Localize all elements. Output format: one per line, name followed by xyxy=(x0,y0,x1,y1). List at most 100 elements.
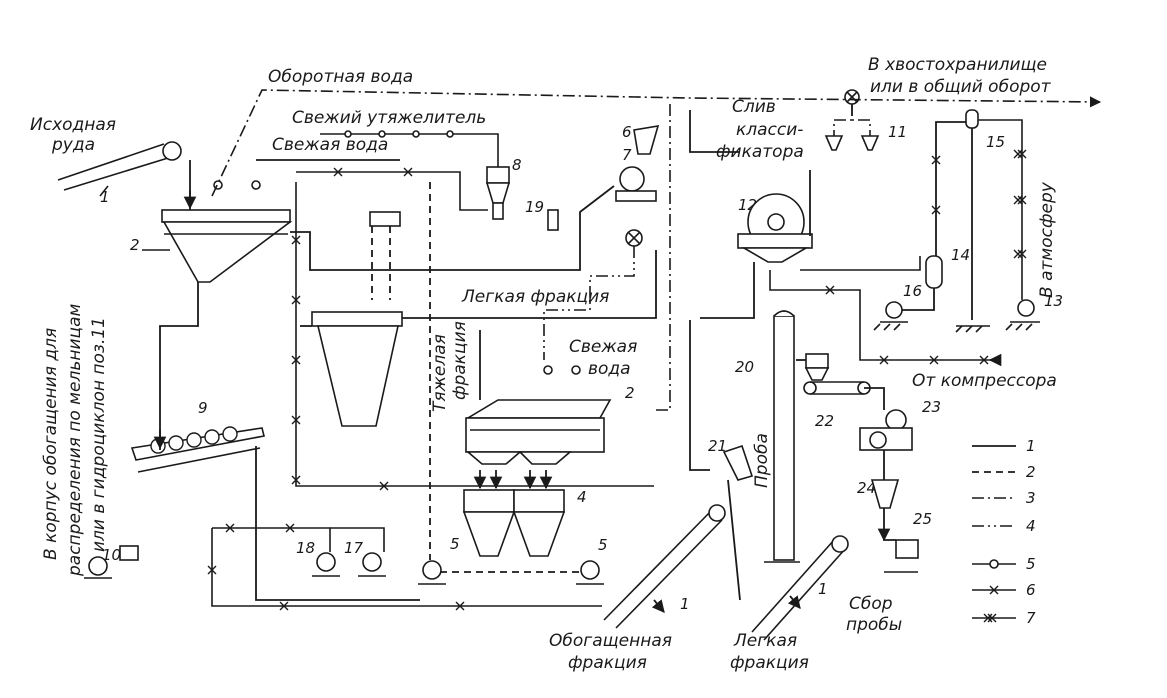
num-8: 8 xyxy=(512,156,522,174)
legend-item-2: 2 xyxy=(972,463,1036,481)
pump-17 xyxy=(358,552,386,577)
label-enriched-1: Обогащенная xyxy=(549,631,672,651)
label-overflow-2: класси- xyxy=(736,120,803,140)
label-sample: Проба xyxy=(752,433,772,488)
num-4-tanks: 4 xyxy=(577,488,587,506)
label-fresh-weighting: Свежий утяжелитель xyxy=(292,108,486,128)
equipment-numbers: 1 2 3 4 5 5 6 7 8 9 10 11 12 13 14 15 16… xyxy=(100,123,1063,613)
num-5-pump-b: 5 xyxy=(598,536,608,554)
label-left-side-2: распределения по мельницам xyxy=(65,304,85,577)
label-ore-2: руда xyxy=(51,135,95,155)
receiver-14 xyxy=(925,255,943,289)
label-tailings-1: В хвостохранилище xyxy=(868,55,1047,75)
svg-text:4: 4 xyxy=(1026,517,1036,535)
label-heavy-1: Тяжелая xyxy=(430,334,450,412)
label-left-side-1: В корпус обогащения для xyxy=(41,328,61,560)
pump-7 xyxy=(615,166,657,202)
label-light-fraction: Легкая фракция xyxy=(461,287,609,307)
label-light-bottom-1: Легкая xyxy=(733,631,797,651)
num-23: 23 xyxy=(922,398,941,416)
num-17: 17 xyxy=(344,539,364,557)
num-7: 7 xyxy=(622,146,632,164)
label-overflow-1: Слив xyxy=(732,97,776,117)
separator-cone-3 xyxy=(311,311,403,427)
num-15: 15 xyxy=(986,133,1005,151)
ground-marks xyxy=(873,323,1033,333)
legend-item-7: 7 xyxy=(972,609,1036,627)
drum-separator-12 xyxy=(737,193,813,263)
divider-24 xyxy=(870,479,900,509)
flow-arrows xyxy=(153,190,1002,613)
num-16: 16 xyxy=(903,282,922,300)
num-10: 10 xyxy=(102,546,121,564)
num-11: 11 xyxy=(888,123,907,141)
num-18: 18 xyxy=(296,539,315,557)
label-heavy-2: фракция xyxy=(450,321,470,400)
equipment xyxy=(57,89,1040,641)
legend-item-6: 6 xyxy=(972,581,1036,599)
valve-top xyxy=(844,89,860,105)
legend-item-3: 3 xyxy=(972,489,1036,507)
label-overflow-3: фикатора xyxy=(716,142,804,162)
svg-text:1: 1 xyxy=(1026,437,1036,455)
receiver-15 xyxy=(965,109,979,129)
bucket-elevator-20 xyxy=(764,310,800,563)
label-ore-1: Исходная xyxy=(30,115,116,135)
num-22: 22 xyxy=(815,412,834,430)
tanks-4 xyxy=(462,489,566,557)
label-recycle-water: Оборотная вода xyxy=(268,67,413,87)
legend: 1 2 3 4 5 6 7 xyxy=(972,437,1036,627)
svg-text:7: 7 xyxy=(1026,609,1036,627)
crusher-23 xyxy=(859,409,913,451)
legend-item-4: 4 xyxy=(972,517,1036,535)
pipe-cross-marks xyxy=(207,149,1027,611)
num-2-mid-screen: 2 xyxy=(625,384,635,402)
label-fresh-water-top: Свежая вода xyxy=(272,135,388,155)
chute-21 xyxy=(722,444,754,481)
svg-text:2: 2 xyxy=(1026,463,1036,481)
num-19: 19 xyxy=(525,198,544,216)
svg-text:5: 5 xyxy=(1026,555,1036,573)
distributor-box xyxy=(369,211,401,227)
label-to-atmosphere: В атмосферу xyxy=(1037,181,1057,298)
sample-hopper xyxy=(804,353,830,381)
num-1-feeder: 1 xyxy=(100,188,110,206)
num-9: 9 xyxy=(198,399,208,417)
washer-9 xyxy=(130,426,265,473)
label-tailings-2: или в общий оборот xyxy=(870,77,1052,97)
label-left-side-3: или в гидроциклон поз.11 xyxy=(89,317,109,552)
label-light-bottom-2: фракция xyxy=(730,653,809,673)
label-fresh-water-mid-1: Свежая xyxy=(569,337,637,357)
num-5-pump-a: 5 xyxy=(450,535,460,553)
weighting-hopper-8 xyxy=(485,166,511,220)
svg-text:6: 6 xyxy=(1026,581,1036,599)
label-from-compressor: От компрессора xyxy=(912,371,1057,391)
label-sample-collect-2: пробы xyxy=(846,615,902,635)
feeder-conveyor-1 xyxy=(57,141,182,197)
num-13: 13 xyxy=(1044,292,1063,310)
pipelines xyxy=(159,89,1102,607)
label-enriched-2: фракция xyxy=(568,653,647,673)
svg-text:3: 3 xyxy=(1026,489,1036,507)
pump-5-b xyxy=(576,560,604,585)
hydrocyclones-11 xyxy=(824,135,880,151)
sample-collector-25 xyxy=(884,539,919,573)
num-14: 14 xyxy=(951,246,970,264)
valve-mid xyxy=(625,229,643,247)
pump-5-a xyxy=(418,560,446,585)
filter-19 xyxy=(547,209,559,231)
cyclone-6 xyxy=(633,125,660,155)
label-sample-collect-1: Сбор xyxy=(849,594,893,614)
num-1-conveyor-a: 1 xyxy=(680,595,690,613)
legend-item-5: 5 xyxy=(972,555,1036,573)
pump-10 xyxy=(84,545,139,579)
pump-13 xyxy=(1010,299,1040,323)
num-1-conveyor-b: 1 xyxy=(818,580,828,598)
screen-2-middle xyxy=(465,399,612,465)
num-21: 21 xyxy=(708,437,727,455)
num-6: 6 xyxy=(622,123,632,141)
belt-22 xyxy=(803,381,871,395)
num-20: 20 xyxy=(735,358,754,376)
screen-hopper-2 xyxy=(142,209,293,283)
